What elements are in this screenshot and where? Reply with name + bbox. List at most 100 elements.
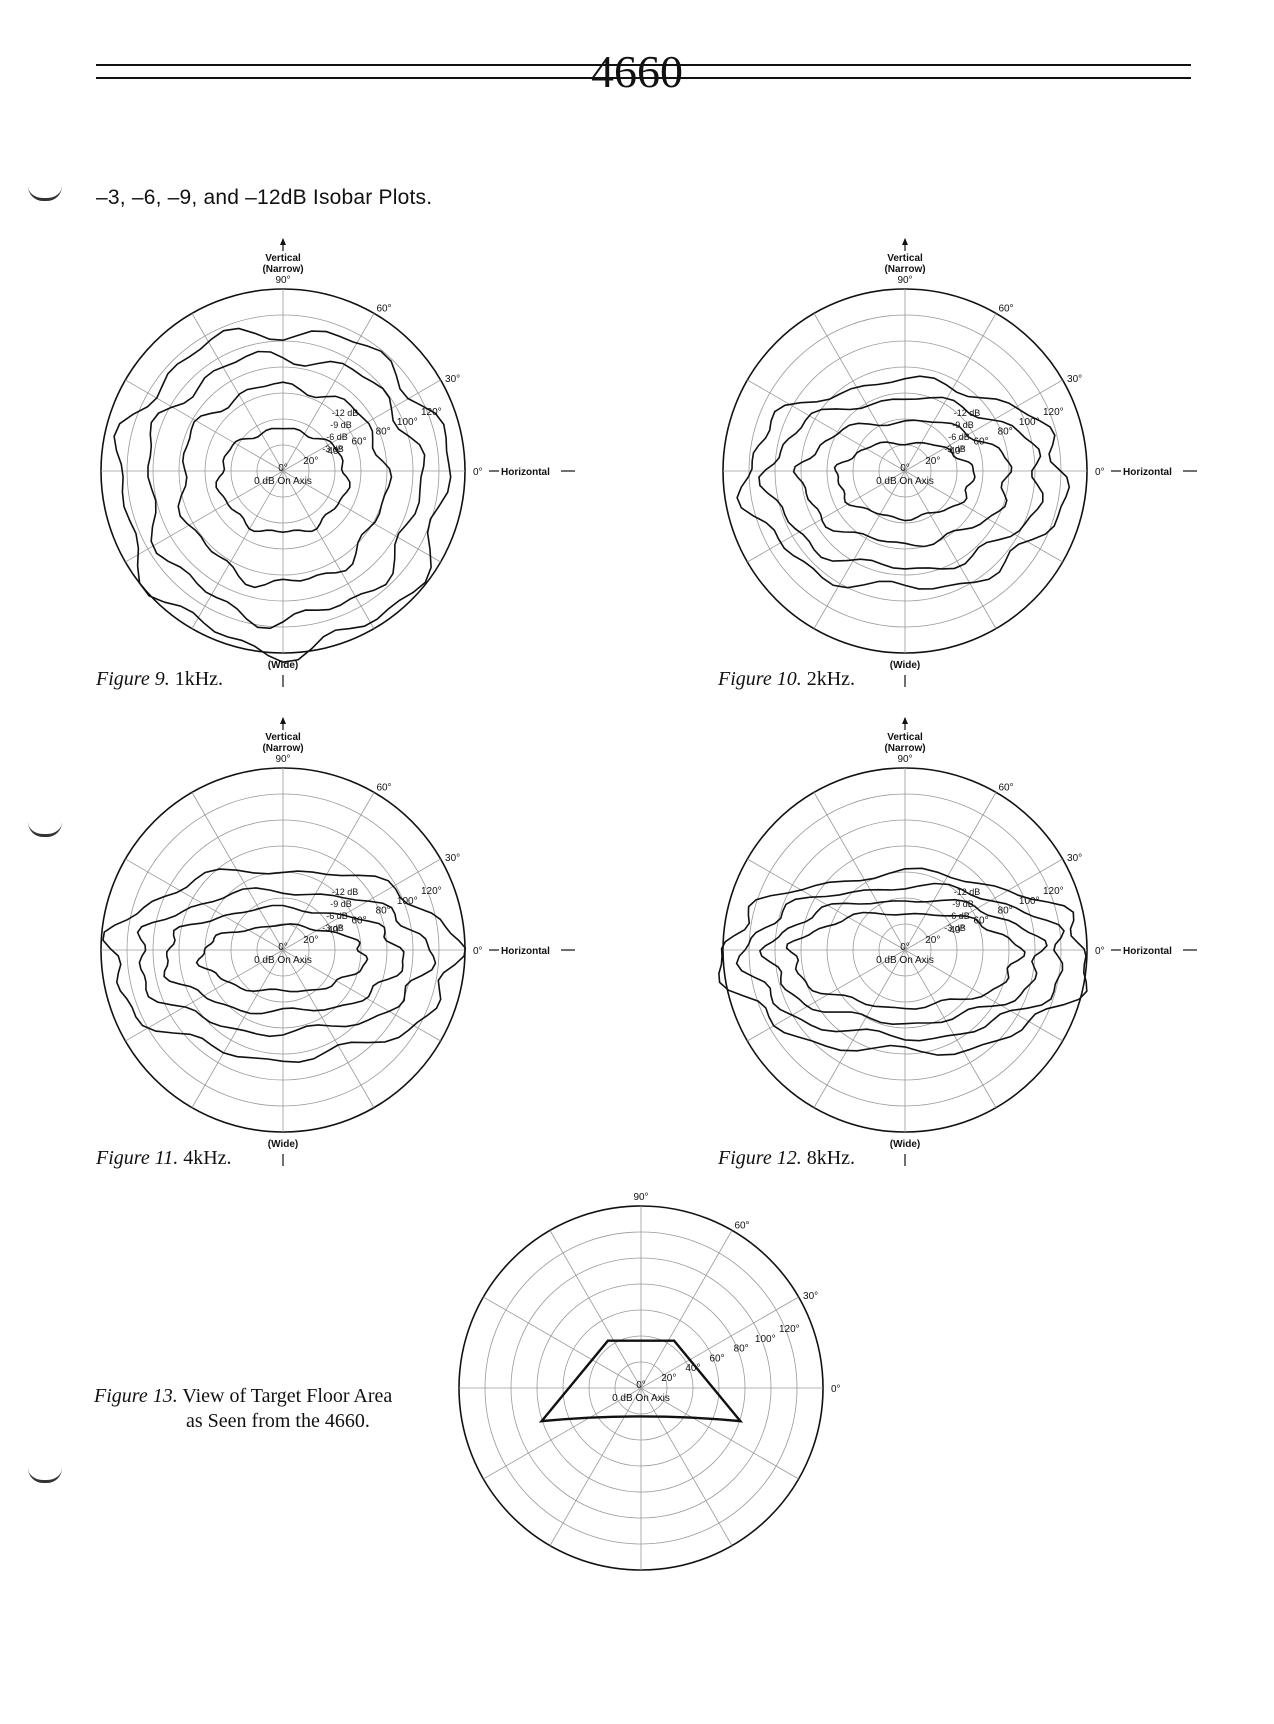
isobar-contour--6dB: [758, 898, 1048, 1026]
isobar-contour--9dB: [758, 396, 1044, 570]
isobar-contour--3dB: [785, 911, 1026, 1010]
ring-label-80°: 80°: [376, 906, 391, 917]
caption-figure-12: Figure 12. 8kHz.: [718, 1147, 855, 1170]
narrow-label: (Narrow): [262, 743, 303, 754]
header-rule-top: [96, 64, 1191, 66]
on-axis-label: 0 dB On Axis: [876, 955, 934, 966]
contour-label: -12 dB: [954, 887, 981, 897]
arrow-head-icon: [902, 238, 908, 245]
polar-chart-13: 20° 40° 60° 80° 100°120° 60° 30° 0° 0 dB On Axis…: [458, 1192, 841, 1571]
angle-label-30: 30°: [445, 374, 460, 385]
ring-label-20°: 20°: [925, 456, 940, 467]
contour-label: -12 dB: [954, 408, 981, 418]
polar-chart-10: 20°40°60°80°100°120°60°30°0°0 dB On Axis…: [722, 238, 1197, 687]
contour-label: -12 dB: [332, 887, 359, 897]
ring-label-60°: 60°: [351, 915, 366, 926]
on-axis-label: 0 dB On Axis: [254, 955, 312, 966]
polar-chart-12: 20°40°60°80°100°120°60°30°0°0 dB On Axis…: [718, 717, 1197, 1166]
figure-number: Figure 13.: [94, 1385, 178, 1407]
ring-label-80°: 80°: [734, 1344, 749, 1355]
angle-label-60: 60°: [376, 782, 391, 793]
ring-label-40°: 40°: [685, 1363, 700, 1374]
figure-caption: 1kHz.: [174, 668, 224, 690]
polar-chart-9: 20°40°60°80°100°120°60°30°0°0 dB On Axis…: [100, 238, 575, 687]
angle-label-0: 0°: [1095, 467, 1105, 478]
ring-label-80°: 80°: [998, 427, 1013, 438]
ring-label-20°: 20°: [925, 935, 940, 946]
angle-label-30: 30°: [803, 1291, 818, 1302]
ring-label-20°: 20°: [661, 1373, 676, 1384]
ring-label-20°: 20°: [303, 935, 318, 946]
figure-caption: 8kHz.: [806, 1147, 856, 1169]
angle-label-0: 0°: [831, 1384, 841, 1395]
on-axis-label: 0 dB On Axis: [254, 476, 312, 487]
ring-label-80°: 80°: [376, 427, 391, 438]
ring-label-120°: 120°: [1043, 407, 1064, 418]
ring-label-40°: 40°: [949, 925, 964, 936]
polar-grid-spoke: [483, 1296, 799, 1480]
vertical-label: Vertical: [265, 732, 301, 743]
ring-label-120°: 120°: [779, 1324, 800, 1335]
contour-label: -6 dB: [948, 432, 970, 442]
angle-label-60: 60°: [998, 782, 1013, 793]
ring-label-100°: 100°: [755, 1334, 776, 1345]
horizontal-label: Horizontal: [501, 946, 550, 957]
isobar-contour--12dB: [113, 327, 452, 664]
horizontal-label: Horizontal: [1123, 946, 1172, 957]
ring-label-120°: 120°: [421, 886, 442, 897]
figure-number: Figure 11.: [96, 1147, 179, 1169]
contour-label: -6 dB: [948, 911, 970, 921]
center-angle-label: 0°: [278, 463, 288, 474]
angle-label-90: 90°: [275, 754, 290, 765]
ring-label-40°: 40°: [949, 446, 964, 457]
ring-label-60°: 60°: [709, 1353, 724, 1364]
angle-label-0: 0°: [473, 467, 483, 478]
figure-caption: 4kHz.: [183, 1147, 232, 1169]
contour-label: -3 dB: [944, 444, 966, 454]
isobar-contour--9dB: [136, 887, 437, 1038]
on-axis-label: 0 dB On Axis: [612, 1393, 670, 1404]
arrow-head-icon: [280, 717, 286, 724]
contour-label: -9 dB: [330, 420, 352, 430]
vertical-label: Vertical: [887, 732, 923, 743]
angle-label-90: 90°: [275, 275, 290, 286]
caption-figure-13: Figure 13. View of Target Floor Area as …: [94, 1384, 392, 1434]
narrow-label: (Narrow): [262, 264, 303, 275]
angle-label-0: 0°: [473, 946, 483, 957]
center-angle-label: 0°: [900, 463, 910, 474]
isobar-contour--12dB: [736, 375, 1071, 590]
ring-label-20°: 20°: [303, 456, 318, 467]
arrow-head-icon: [280, 238, 286, 245]
binder-hole-mark: [28, 1468, 62, 1483]
polar-grid-spoke: [125, 858, 441, 1042]
contour-label: -3 dB: [322, 923, 344, 933]
arrow-head-icon: [902, 717, 908, 724]
angle-label-60: 60°: [998, 303, 1013, 314]
angle-label-30: 30°: [1067, 853, 1082, 864]
ring-label-40°: 40°: [327, 446, 342, 457]
figure-caption-line2: as Seen from the 4660.: [186, 1410, 370, 1432]
wide-label: (Wide): [268, 660, 298, 671]
horizontal-label: Horizontal: [1123, 467, 1172, 478]
contour-label: -3 dB: [322, 444, 344, 454]
wide-label: (Wide): [890, 660, 920, 671]
angle-label-0: 0°: [1095, 946, 1105, 957]
ring-label-100°: 100°: [397, 896, 418, 907]
narrow-label: (Narrow): [884, 264, 925, 275]
angle-label-60: 60°: [376, 303, 391, 314]
isobar-contour--12dB: [102, 868, 467, 1064]
ring-label-100°: 100°: [397, 417, 418, 428]
isobar-contour--9dB: [147, 350, 426, 630]
figure-number: Figure 10.: [718, 668, 802, 690]
angle-label-60: 60°: [734, 1220, 749, 1231]
horizontal-label: Horizontal: [501, 467, 550, 478]
center-angle-label: 0°: [278, 942, 288, 953]
ring-label-40°: 40°: [327, 925, 342, 936]
isobar-contour--6dB: [163, 904, 405, 1015]
vertical-label: Vertical: [887, 253, 923, 264]
ring-label-80°: 80°: [998, 906, 1013, 917]
section-heading: –3, –6, –9, and –12dB Isobar Plots.: [96, 186, 433, 209]
figure-caption: View of Target Floor Area: [182, 1385, 393, 1407]
binder-hole-mark: [28, 822, 62, 837]
wide-label: (Wide): [268, 1139, 298, 1150]
